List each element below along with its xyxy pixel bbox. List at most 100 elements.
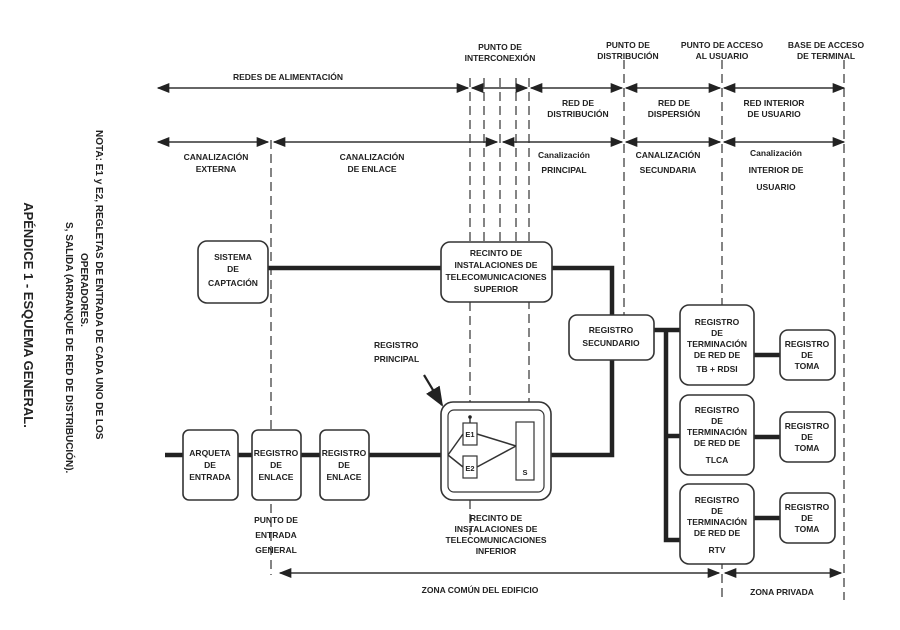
svg-text:APÉNDICE 1 - ESQUEMA GENERAL.: APÉNDICE 1 - ESQUEMA GENERAL. bbox=[21, 202, 36, 428]
registro-secundario-box: REGISTRO SECUNDARIO bbox=[568, 314, 655, 361]
svg-text:CAPTACIÓN: CAPTACIÓN bbox=[208, 277, 258, 288]
svg-text:DE: DE bbox=[204, 460, 216, 470]
svg-text:DE: DE bbox=[270, 460, 282, 470]
s-strip bbox=[515, 421, 535, 481]
svg-text:TELECOMUNICACIONES: TELECOMUNICACIONES bbox=[445, 272, 546, 282]
canal-principal-l2: PRINCIPAL bbox=[541, 165, 586, 175]
svg-text:RTV: RTV bbox=[709, 545, 726, 555]
red-dispersion-l1: RED DE bbox=[658, 98, 690, 108]
svg-text:DE: DE bbox=[338, 460, 350, 470]
term-rtv-box: REGISTRO DE TERMINACIÓN DE RED DE RTV bbox=[679, 483, 755, 565]
svg-text:DE: DE bbox=[801, 513, 813, 523]
registro-enlace-box-2: REGISTRO DE ENLACE bbox=[319, 429, 370, 501]
redes-alimentacion-label: REDES DE ALIMENTACIÓN bbox=[233, 71, 343, 82]
canal-interior-l3: USUARIO bbox=[756, 182, 796, 192]
connection-lines bbox=[165, 265, 780, 543]
registro-toma-box-1: REGISTRO DE TOMA bbox=[779, 329, 836, 381]
zona-privada-label: ZONA PRIVADA bbox=[750, 587, 814, 597]
punto-entrada-label: PUNTO DE ENTRADA GENERAL bbox=[254, 515, 298, 555]
svg-text:DE RED DE: DE RED DE bbox=[694, 350, 741, 360]
term-tlca-box: REGISTRO DE TERMINACIÓN DE RED DE TLCA bbox=[679, 394, 755, 476]
arqueta-entrada-box: ARQUETA DE ENTRADA bbox=[182, 429, 239, 501]
svg-text:REGISTRO: REGISTRO bbox=[785, 421, 830, 431]
svg-text:TOMA: TOMA bbox=[795, 524, 820, 534]
svg-text:REGISTRO: REGISTRO bbox=[254, 448, 299, 458]
svg-text:PRINCIPAL: PRINCIPAL bbox=[374, 354, 419, 364]
canal-enlace-l1: CANALIZACIÓN bbox=[340, 151, 405, 162]
red-interior-l2: DE USUARIO bbox=[747, 109, 801, 119]
canal-enlace-l2: DE ENLACE bbox=[347, 164, 396, 174]
svg-text:RECINTO DE: RECINTO DE bbox=[470, 513, 523, 523]
canalizacion-labels: CANALIZACIÓN EXTERNA CANALIZACIÓN DE ENL… bbox=[184, 148, 804, 192]
svg-text:REGISTRO: REGISTRO bbox=[695, 405, 740, 415]
zone-arrows: ZONA COMÚN DEL EDIFICIO ZONA PRIVADA bbox=[278, 567, 843, 597]
svg-text:DE: DE bbox=[227, 264, 239, 274]
svg-text:TLCA: TLCA bbox=[706, 455, 729, 465]
red-distribucion-l2: DISTRIBUCIÓN bbox=[547, 108, 608, 119]
punto-acceso-l2: AL USUARIO bbox=[696, 51, 749, 61]
e2-label: E2 bbox=[465, 464, 474, 473]
svg-text:DE: DE bbox=[711, 328, 723, 338]
punto-base-l1: BASE DE ACCESO bbox=[788, 40, 865, 50]
svg-text:INSTALACIONES DE: INSTALACIONES DE bbox=[455, 524, 538, 534]
svg-text:DE RED DE: DE RED DE bbox=[694, 528, 741, 538]
network-labels: REDES DE ALIMENTACIÓN RED DE DISTRIBUCIÓ… bbox=[233, 71, 804, 119]
s-label: S bbox=[522, 468, 527, 477]
svg-text:DE: DE bbox=[801, 350, 813, 360]
svg-text:REGISTRO: REGISTRO bbox=[374, 340, 419, 350]
punto-distribucion-l1: PUNTO DE bbox=[606, 40, 650, 50]
riti-box: E1 E2 S bbox=[440, 401, 552, 501]
riti-label: RECINTO DE INSTALACIONES DE TELECOMUNICA… bbox=[445, 513, 546, 556]
svg-text:ENTRADA: ENTRADA bbox=[189, 472, 231, 482]
top-point-labels: PUNTO DE INTERCONEXIÓN PUNTO DE DISTRIBU… bbox=[465, 40, 865, 63]
svg-text:TB + RDSI: TB + RDSI bbox=[696, 364, 737, 374]
svg-text:ENLACE: ENLACE bbox=[259, 472, 294, 482]
svg-text:REGISTRO: REGISTRO bbox=[695, 495, 740, 505]
zona-comun-label: ZONA COMÚN DEL EDIFICIO bbox=[422, 584, 539, 595]
punto-distribucion-l2: DISTRIBUCIÓN bbox=[597, 50, 658, 61]
svg-text:REGISTRO: REGISTRO bbox=[322, 448, 367, 458]
punto-interconexion-l2: INTERCONEXIÓN bbox=[465, 52, 536, 63]
rits-superior-box: RECINTO DE INSTALACIONES DE TELECOMUNICA… bbox=[440, 241, 553, 303]
red-distribucion-l1: RED DE bbox=[562, 98, 594, 108]
canal-secundaria-l2: SECUNDARIA bbox=[640, 165, 697, 175]
svg-text:ENTRADA: ENTRADA bbox=[255, 530, 297, 540]
svg-text:SECUNDARIO: SECUNDARIO bbox=[582, 338, 640, 348]
svg-text:DE: DE bbox=[711, 506, 723, 516]
appendix-title: APÉNDICE 1 - ESQUEMA GENERAL. bbox=[21, 202, 36, 428]
svg-text:TERMINACIÓN: TERMINACIÓN bbox=[687, 338, 747, 349]
svg-text:REGISTRO: REGISTRO bbox=[785, 502, 830, 512]
note-line-3: S, SALIDA (ARRANQUE DE RED DE DISTRIBUCI… bbox=[63, 222, 76, 474]
note-line-1: NOTA: E1 y E2, REGLETAS DE ENTRADA DE CA… bbox=[93, 130, 104, 440]
svg-text:DE: DE bbox=[801, 432, 813, 442]
svg-text:REGISTRO: REGISTRO bbox=[785, 339, 830, 349]
note-line-2: OPERADORES. bbox=[78, 253, 89, 327]
e1-label: E1 bbox=[465, 430, 474, 439]
svg-text:ENLACE: ENLACE bbox=[327, 472, 362, 482]
canal-interior-l2: INTERIOR DE bbox=[749, 165, 804, 175]
punto-interconexion-l1: PUNTO DE bbox=[478, 42, 522, 52]
svg-text:INSTALACIONES DE: INSTALACIONES DE bbox=[455, 260, 538, 270]
svg-text:REGISTRO: REGISTRO bbox=[589, 325, 634, 335]
divider-lines bbox=[270, 60, 845, 600]
svg-text:RECINTO DE: RECINTO DE bbox=[470, 248, 523, 258]
svg-text:TOMA: TOMA bbox=[795, 361, 820, 371]
svg-text:TERMINACIÓN: TERMINACIÓN bbox=[687, 426, 747, 437]
svg-text:ARQUETA: ARQUETA bbox=[189, 448, 230, 458]
svg-text:DE RED DE: DE RED DE bbox=[694, 438, 741, 448]
svg-text:PUNTO DE: PUNTO DE bbox=[254, 515, 298, 525]
svg-text:INFERIOR: INFERIOR bbox=[476, 546, 517, 556]
sistema-captacion-box: SISTEMA DE CAPTACIÓN bbox=[197, 240, 269, 304]
canal-externa-l1: CANALIZACIÓN bbox=[184, 151, 249, 162]
svg-text:SUPERIOR: SUPERIOR bbox=[474, 284, 518, 294]
registro-enlace-box-1: REGISTRO DE ENLACE bbox=[251, 429, 302, 501]
svg-text:TOMA: TOMA bbox=[795, 443, 820, 453]
note-text: NOTA: E1 y E2, REGLETAS DE ENTRADA DE CA… bbox=[63, 130, 104, 474]
svg-text:TERMINACIÓN: TERMINACIÓN bbox=[687, 516, 747, 527]
svg-text:TELECOMUNICACIONES: TELECOMUNICACIONES bbox=[445, 535, 546, 545]
punto-acceso-l1: PUNTO DE ACCESO bbox=[681, 40, 764, 50]
punto-base-l2: DE TERMINAL bbox=[797, 51, 855, 61]
canal-externa-l2: EXTERNA bbox=[196, 164, 237, 174]
